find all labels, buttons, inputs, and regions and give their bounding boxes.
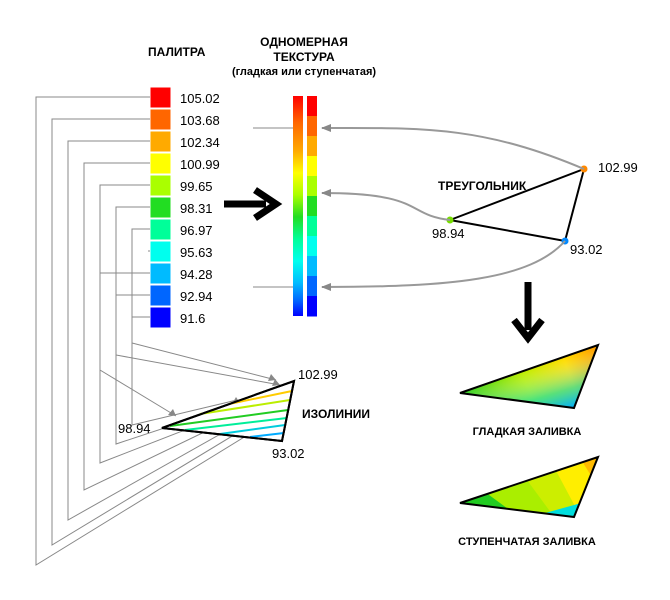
isoline-3 [169, 409, 289, 427]
isoline-2 [199, 399, 291, 415]
palette-value-2: 102.34 [180, 135, 220, 150]
smooth-fill-outline [459, 343, 600, 410]
texture-title: ОДНОМЕРНАЯ ТЕКСТУРА (гладкая или ступенч… [232, 35, 376, 78]
palette-swatch-9 [149, 284, 172, 307]
texture-step-8 [307, 256, 317, 277]
texture-subtitle: (гладкая или ступенчатая) [232, 66, 376, 78]
triangle-outline [446, 167, 586, 243]
isolines-title: ИЗОЛИНИИ [302, 407, 370, 421]
palette-swatch-3 [149, 152, 172, 175]
stepped-fill-label: СТУПЕНЧАТАЯ ЗАЛИВКА [458, 536, 596, 548]
palette-value-7: 95.63 [180, 245, 213, 260]
vertex-mapping-arrows [321, 123, 585, 291]
down-arrow-icon [511, 282, 545, 344]
palette-swatch-5 [149, 196, 172, 219]
triangle-bottom-value: 93.02 [570, 242, 603, 257]
texture-title-line2: ТЕКСТУРА [273, 50, 335, 64]
isoline-1 [228, 390, 293, 405]
palette-value-5: 98.31 [180, 201, 213, 216]
palette-swatch-8 [149, 262, 172, 285]
isoline-5 [219, 424, 286, 435]
palette-swatches [149, 86, 172, 329]
texture-step-0 [307, 96, 317, 117]
isoline-6 [249, 432, 285, 438]
texture-step-6 [307, 216, 317, 237]
texture-step-3 [307, 156, 317, 177]
stepped-fill-outline [459, 455, 600, 519]
texture-ticks [253, 127, 293, 288]
isoline-4 [184, 417, 288, 431]
texture-step-5 [307, 196, 317, 217]
texture-step-4 [307, 176, 317, 197]
texture-title-line1: ОДНОМЕРНАЯ [260, 35, 348, 49]
triangle-title: ТРЕУГОЛЬНИК [438, 179, 527, 193]
smooth-fill-label: ГЛАДКАЯ ЗАЛИВКА [473, 426, 582, 438]
palette-title: ПАЛИТРА [148, 45, 206, 59]
palette-value-4: 99.65 [180, 179, 213, 194]
isolines-triangle [161, 379, 296, 443]
palette-value-8: 94.28 [180, 267, 213, 282]
texture-step-7 [307, 236, 317, 257]
palette-swatch-7 [149, 240, 172, 263]
palette-swatch-2 [149, 130, 172, 153]
isolines-left-value: 98.94 [118, 421, 151, 436]
isolines-bottom-value: 93.02 [272, 446, 305, 461]
palette-swatch-1 [149, 108, 172, 131]
palette-connectors [35, 96, 281, 566]
palette-value-6: 96.97 [180, 223, 213, 238]
right-arrow-icon [224, 187, 283, 221]
palette-value-3: 100.99 [180, 157, 220, 172]
palette-value-1: 103.68 [180, 113, 220, 128]
texture-step-2 [307, 136, 317, 157]
texture-step-9 [307, 276, 317, 297]
triangle-left-value: 98.94 [432, 226, 465, 241]
palette-values: 105.02 103.68 102.34 100.99 99.65 98.31 … [180, 91, 220, 326]
isolines-top-value: 102.99 [298, 367, 338, 382]
palette-swatch-10 [149, 306, 172, 329]
palette-value-9: 92.94 [180, 289, 213, 304]
palette-value-0: 105.02 [180, 91, 220, 106]
texture-smooth-bar [293, 96, 303, 316]
texture-stepped-bar [307, 96, 317, 317]
texture-step-1 [307, 116, 317, 137]
triangle-top-value: 102.99 [598, 160, 638, 175]
palette-swatch-0 [149, 86, 172, 109]
palette-value-10: 91.6 [180, 311, 205, 326]
palette-swatch-4 [149, 174, 172, 197]
palette-swatch-6 [149, 218, 172, 241]
texture-step-10 [307, 296, 317, 317]
